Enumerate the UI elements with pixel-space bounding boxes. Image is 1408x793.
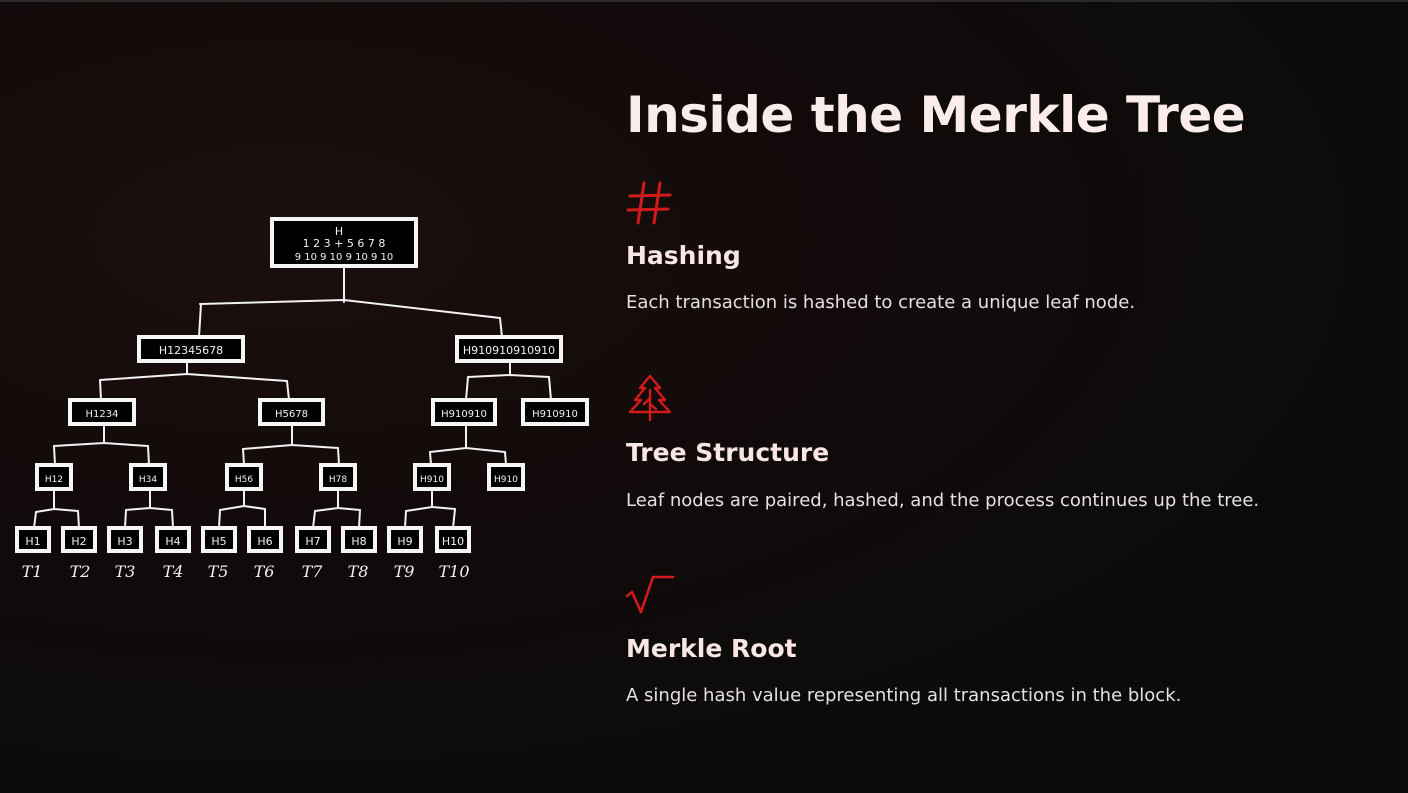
hash-icon [626,181,672,225]
node-label: H5 [211,535,226,548]
node-label: H3 [117,535,132,548]
tree-icon [628,374,672,422]
node-label: H910 [494,475,518,485]
square-root-icon [626,575,675,614]
level2-hash-node: H910910 [521,398,589,426]
node-label: H34 [139,475,157,485]
node-label: H1234 [86,409,119,420]
node-label: H12 [45,475,63,485]
node-label: H5678 [275,409,308,420]
node-label: H78 [329,475,347,485]
node-label: H1 [25,535,40,548]
node-label: H9 [397,535,412,548]
slide-title: Inside the Merkle Tree [626,86,1246,144]
transaction-label: T2 [70,562,91,581]
merkle-root-node: H1 2 3 + 5 6 7 8 9 10 9 10 9 10 9 10 [270,217,418,268]
node-label: H910910 [532,409,578,420]
transaction-label: T3 [115,562,136,581]
level3-hash-node: H78 [319,463,357,491]
feature-title: Tree Structure [626,438,830,467]
leaf-hash-node: H7 [295,526,331,553]
level3-hash-node: H910 [487,463,525,491]
transaction-label: T9 [394,562,415,581]
node-label: H2 [71,535,86,548]
feature-title: Hashing [626,241,741,270]
transaction-label: T7 [302,562,324,581]
feature-description: Each transaction is hashed to create a u… [626,292,1136,313]
node-label: H910910 [441,409,487,420]
feature-title: Merkle Root [626,634,797,663]
leaf-hash-node: H4 [155,526,191,553]
node-label: H910910910910 [463,344,555,357]
transaction-label: T8 [348,562,369,581]
level3-hash-node: H910 [413,463,451,491]
level2-hash-node: H910910 [431,398,497,426]
leaf-hash-node: H3 [107,526,143,553]
level2-hash-node: H1234 [68,398,136,426]
transaction-label: T10 [438,562,469,581]
level1-hash-node: H12345678 [137,335,245,363]
level3-hash-node: H12 [35,463,73,491]
level1-hash-node: H910910910910 [455,335,563,363]
transaction-label: T6 [254,562,275,581]
transaction-label: T4 [163,562,184,581]
leaf-hash-node: H6 [247,526,283,553]
node-label: H6 [257,535,272,548]
node-label: H910 [420,475,444,485]
transaction-label: T5 [208,562,229,581]
node-label: H [335,225,343,238]
node-label: 1 2 3 + 5 6 7 8 [303,237,386,250]
leaf-hash-node: H2 [61,526,97,553]
leaf-hash-node: H10 [435,526,471,553]
merkle-tree-svg: H1 2 3 + 5 6 7 8 9 10 9 10 9 10 9 10 H1234… [15,217,589,581]
node-label: 9 10 9 10 9 10 9 10 [295,252,394,263]
node-label: H10 [442,535,464,548]
leaf-hash-node: H5 [201,526,237,553]
node-label: H7 [305,535,320,548]
node-label: H8 [351,535,366,548]
level3-hash-node: H34 [129,463,167,491]
node-label: H56 [235,475,253,485]
level2-hash-node: H5678 [258,398,325,426]
node-label: H12345678 [159,344,223,357]
feature-description: A single hash value representing all tra… [626,685,1182,706]
level3-hash-node: H56 [225,463,263,491]
transaction-label: T1 [22,562,43,581]
slide-content: Inside the Merkle Tree Hashing Each tran… [626,84,1386,706]
leaf-hash-node: H1 [15,526,51,553]
leaf-hash-node: H9 [387,526,423,553]
node-label: H4 [165,535,180,548]
leaf-hash-node: H8 [341,526,377,553]
feature-description: Leaf nodes are paired, hashed, and the p… [626,490,1260,511]
top-border-line [0,0,1408,2]
